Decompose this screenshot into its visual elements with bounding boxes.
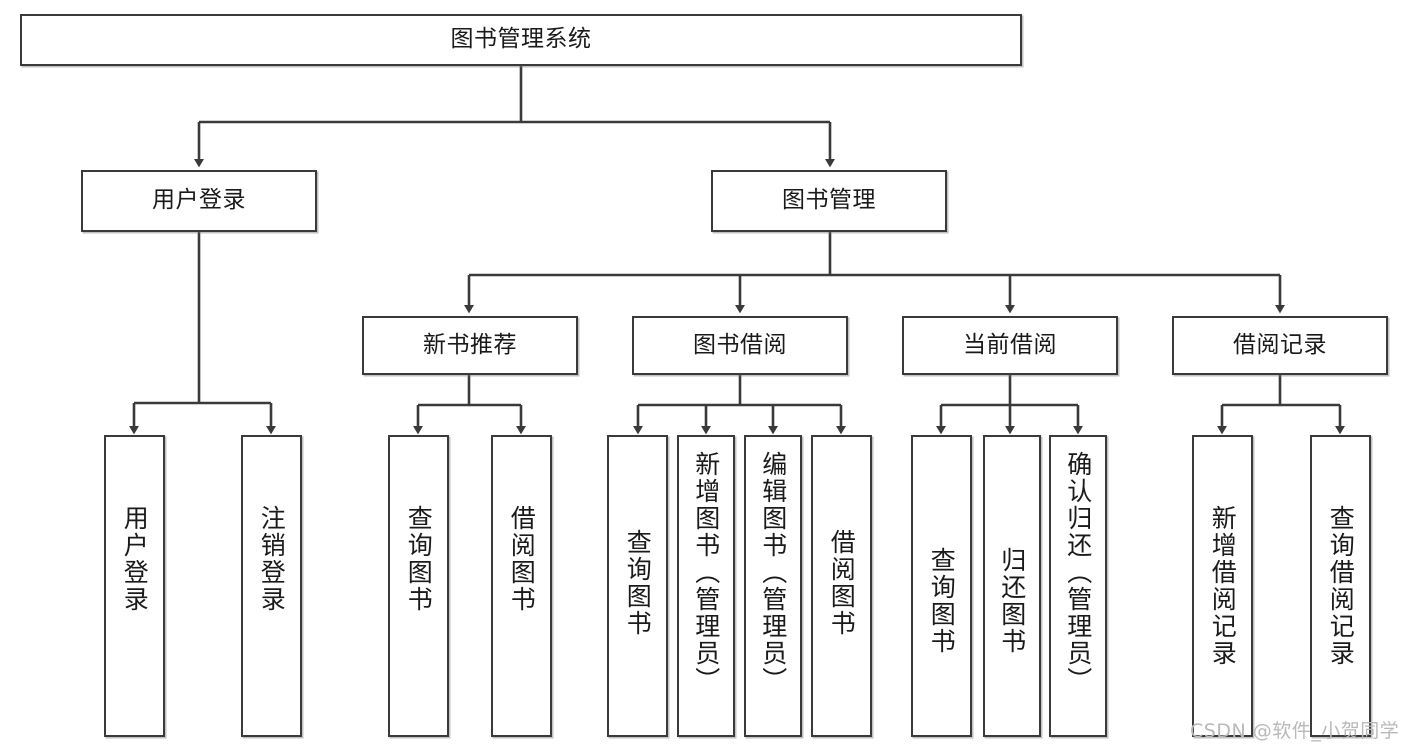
node-new-book-recommend[interactable]: 新书推荐 xyxy=(362,316,578,375)
node-borrow-record[interactable]: 借阅记录 xyxy=(1172,316,1388,375)
node-root-system[interactable]: 图书管理系统 xyxy=(20,14,1022,66)
node-leaf-edit-book-admin[interactable]: 编辑图书（管理员） xyxy=(744,435,802,737)
node-book-borrow[interactable]: 图书借阅 xyxy=(632,316,848,375)
node-leaf-query-book-current-label: 查询图书 xyxy=(927,547,957,655)
node-leaf-borrow-book-recommend-label: 借阅图书 xyxy=(507,505,537,613)
node-leaf-query-book-recommend-label: 查询图书 xyxy=(404,505,434,613)
node-leaf-add-borrow-record[interactable]: 新增借阅记录 xyxy=(1192,435,1253,737)
node-leaf-query-book-borrow-label: 查询图书 xyxy=(623,529,653,637)
node-leaf-user-login-label: 用户登录 xyxy=(120,505,150,613)
node-current-borrow[interactable]: 当前借阅 xyxy=(902,316,1118,375)
node-user-login-label: 用户登录 xyxy=(152,187,246,214)
node-new-book-recommend-label: 新书推荐 xyxy=(423,331,517,358)
node-leaf-borrow-book[interactable]: 借阅图书 xyxy=(811,435,872,737)
node-leaf-add-book-admin-label: 新增图书（管理员） xyxy=(691,451,721,694)
node-book-management[interactable]: 图书管理 xyxy=(711,170,947,232)
node-leaf-confirm-return-admin[interactable]: 确认归还（管理员） xyxy=(1049,435,1107,737)
node-leaf-return-book-label: 归还图书 xyxy=(997,547,1027,655)
node-leaf-add-borrow-record-label: 新增借阅记录 xyxy=(1208,505,1238,667)
node-leaf-query-book-recommend[interactable]: 查询图书 xyxy=(388,435,449,737)
node-leaf-query-borrow-record-label: 查询借阅记录 xyxy=(1326,505,1356,667)
node-leaf-borrow-book-recommend[interactable]: 借阅图书 xyxy=(491,435,552,737)
node-leaf-logout[interactable]: 注销登录 xyxy=(241,435,302,737)
node-leaf-query-borrow-record[interactable]: 查询借阅记录 xyxy=(1310,435,1371,737)
node-leaf-query-book-borrow[interactable]: 查询图书 xyxy=(607,435,668,737)
node-leaf-user-login[interactable]: 用户登录 xyxy=(104,435,165,737)
node-leaf-return-book[interactable]: 归还图书 xyxy=(983,435,1041,737)
node-leaf-edit-book-admin-label: 编辑图书（管理员） xyxy=(758,451,788,694)
node-leaf-confirm-return-admin-label: 确认归还（管理员） xyxy=(1063,451,1093,694)
node-user-login[interactable]: 用户登录 xyxy=(81,170,317,232)
node-leaf-add-book-admin[interactable]: 新增图书（管理员） xyxy=(677,435,735,737)
node-leaf-logout-label: 注销登录 xyxy=(257,505,287,613)
node-leaf-query-book-current[interactable]: 查询图书 xyxy=(911,435,972,737)
csdn-watermark: CSDN @软件_小贺同学 xyxy=(1190,720,1400,742)
node-borrow-record-label: 借阅记录 xyxy=(1233,331,1327,358)
node-book-management-label: 图书管理 xyxy=(782,187,876,214)
node-book-borrow-label: 图书借阅 xyxy=(693,331,787,358)
node-leaf-borrow-book-label: 借阅图书 xyxy=(827,529,857,637)
node-current-borrow-label: 当前借阅 xyxy=(963,331,1057,358)
node-root-system-label: 图书管理系统 xyxy=(450,26,592,53)
